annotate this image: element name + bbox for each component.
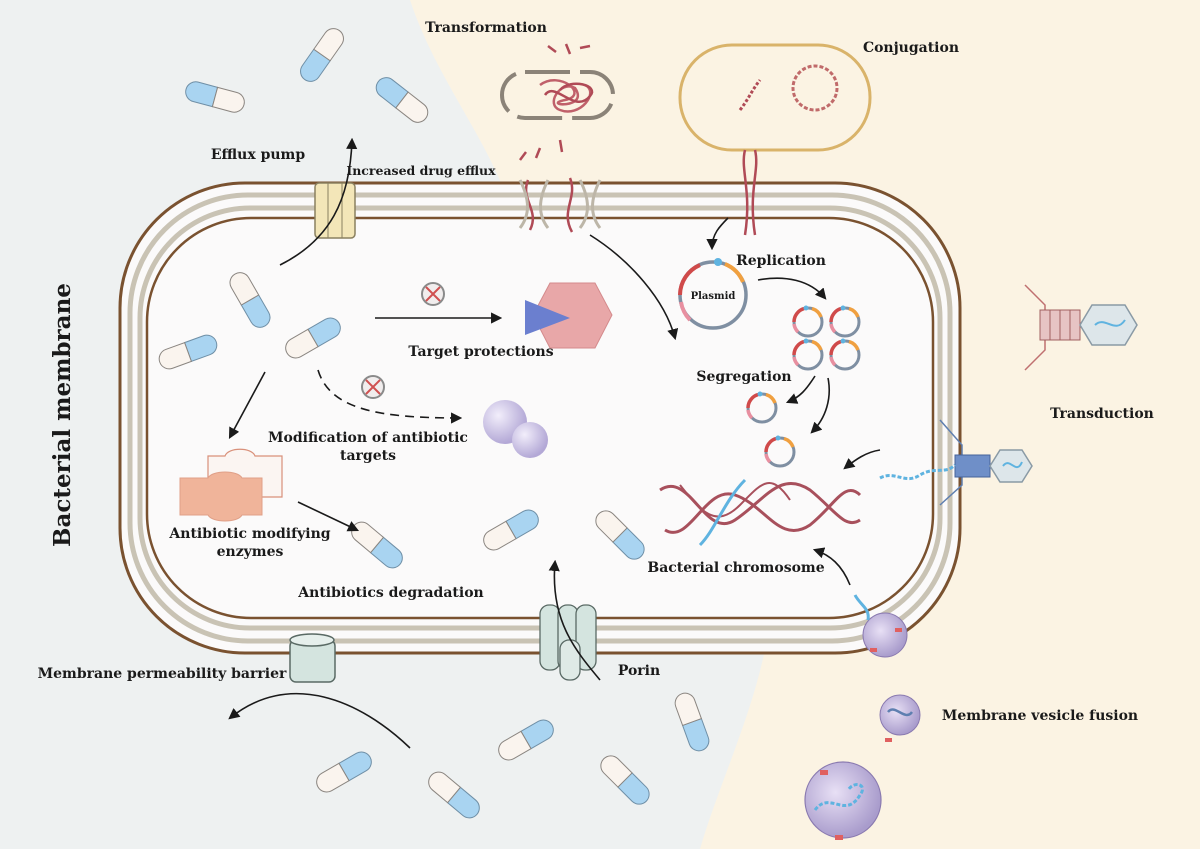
enzyme-shape (179, 448, 283, 522)
arrow-efflux (279, 137, 358, 266)
efflux-pump-protein (314, 182, 356, 239)
label-membrane-vesicle-fusion: Membrane vesicle fusion (942, 708, 1138, 724)
label-transformation: Transformation (425, 20, 547, 36)
vesicle-large-icon (804, 761, 882, 840)
plasmid-icon (678, 258, 748, 330)
bacterial-chromosome-helix (659, 478, 862, 547)
label-membrane-permeability-barrier: Membrane permeability barrier (38, 666, 287, 682)
blocked-icon (361, 375, 385, 399)
target-molecule-small (512, 422, 548, 458)
arrow-segregation-left (785, 375, 816, 404)
arrow-transduction (843, 449, 881, 470)
label-target-protections: Target protections (408, 344, 553, 360)
label-antibiotic-modifying-line2: enzymes (217, 544, 284, 560)
label-porin: Porin (618, 663, 660, 679)
label-transduction: Transduction (1050, 406, 1154, 422)
vesicle-icon (879, 694, 921, 742)
outer-membrane (118, 181, 962, 655)
label-bacterial-chromosome: Bacterial chromosome (647, 560, 824, 576)
vesicle-fusing (853, 594, 908, 658)
label-modification-line2: targets (340, 448, 396, 464)
label-segregation: Segregation (696, 369, 791, 385)
membrane-channel-protein (289, 633, 336, 683)
arrow-conjugation (706, 217, 729, 251)
side-title: Bacterial membrane (49, 283, 76, 547)
label-antibiotic-modifying-line1: Antibiotic modifying (168, 526, 330, 542)
arrow-permeability-barrier (228, 692, 411, 749)
arrow-vesicle-to-chromosome (812, 547, 851, 586)
label-antibiotics-degradation: Antibiotics degradation (297, 585, 483, 601)
bacteriophage-icon-attached (879, 419, 1033, 506)
arrow-to-enzymes (228, 371, 266, 439)
membrane-pore (518, 179, 602, 229)
conjugation-cell (678, 43, 872, 236)
arrow-transformation (589, 234, 679, 341)
arrow-porin (548, 559, 601, 681)
label-modification-line1: Modification of antibiotic (268, 430, 468, 446)
protection-wedge (525, 300, 570, 335)
arrow-replication (757, 277, 827, 300)
blocked-icon (421, 282, 445, 306)
arrow-to-degradation (297, 501, 360, 532)
transformation-cell (500, 43, 615, 233)
label-conjugation: Conjugation (863, 40, 959, 56)
label-plasmid: Plasmid (691, 291, 736, 302)
label-efflux-pump: Efflux pump (211, 147, 305, 163)
arrow-segregation-down (810, 377, 830, 434)
porin-protein (539, 604, 597, 681)
label-replication: Replication (736, 253, 826, 269)
bacteriophage-icon-top (1024, 284, 1138, 371)
arrow-modification (317, 369, 463, 424)
label-increased-drug-efflux: Increased drug efflux (346, 163, 496, 178)
